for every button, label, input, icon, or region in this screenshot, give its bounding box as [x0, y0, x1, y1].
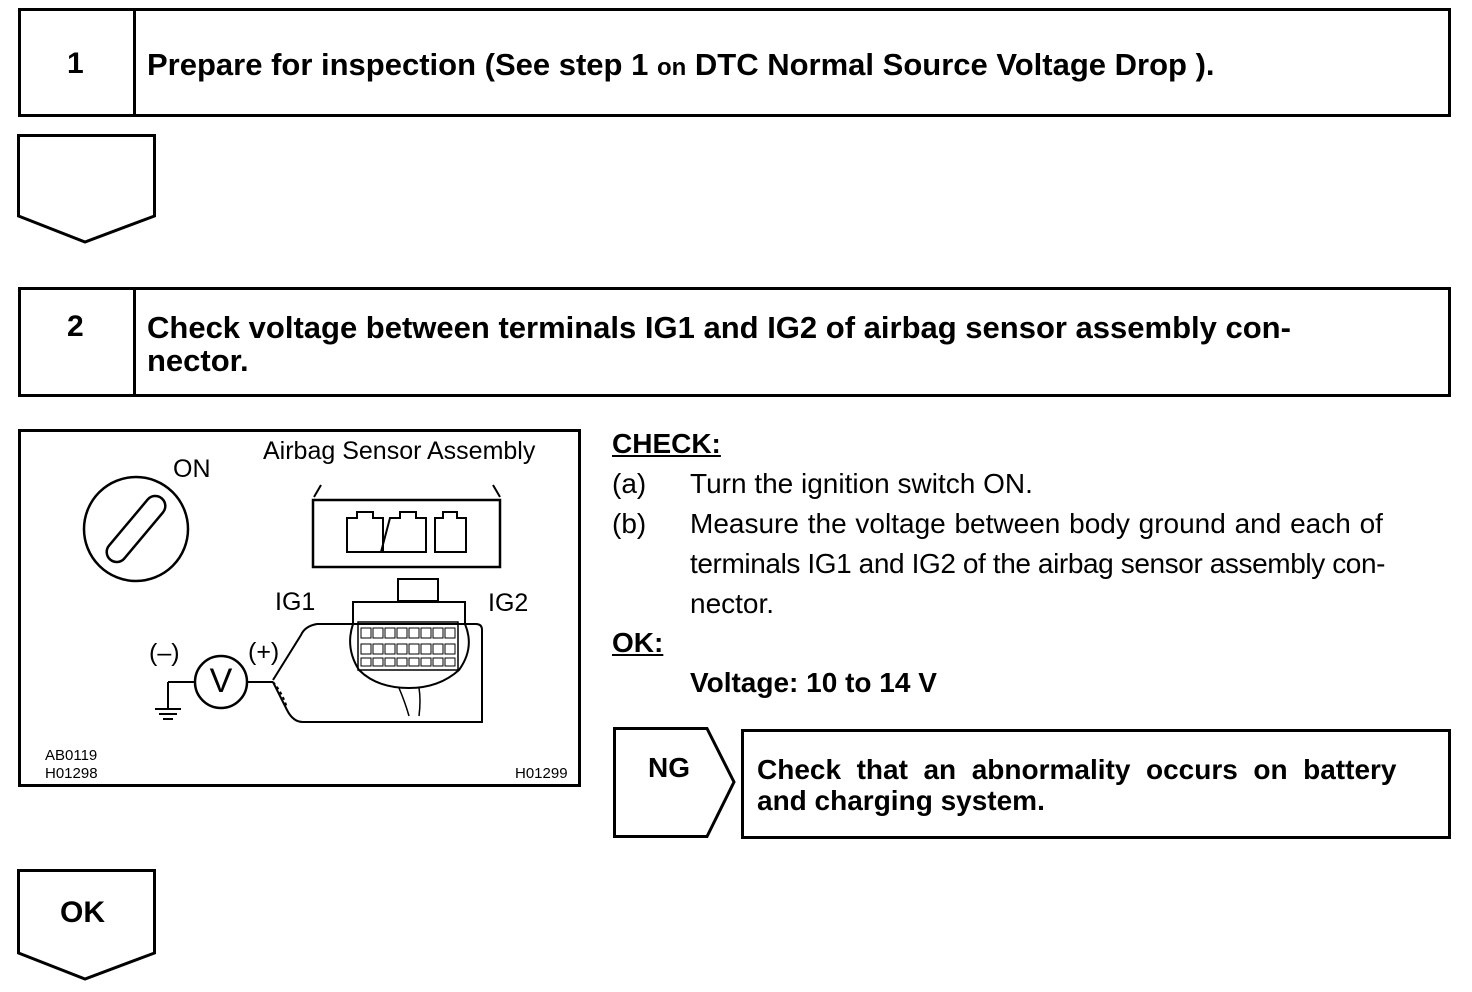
step-2-number: 2: [67, 310, 84, 343]
step-1-number: 1: [67, 47, 84, 80]
step-1-box: 1 Prepare for inspection (See step 1 on …: [18, 8, 1451, 117]
sensor-assembly-label: Airbag Sensor Assembly: [263, 437, 536, 465]
voltmeter-icon: [167, 654, 273, 710]
harness-connector-icon: [349, 578, 470, 717]
flow-down-arrow-1: [17, 134, 156, 244]
ng-action-line-1: Check that an abnormality occurs on batt…: [757, 754, 1397, 785]
ignition-switch-icon: [82, 475, 190, 583]
voltmeter-label: V: [209, 662, 233, 700]
ok-heading: OK:: [612, 627, 664, 658]
figure-code-2: H01298: [45, 765, 98, 782]
check-b-line-1: Measure the voltage between body ground …: [690, 508, 1383, 539]
figure-code-3: H01299: [515, 765, 568, 782]
minus-label: (–): [149, 639, 180, 667]
step-1-number-cell: 1: [21, 11, 136, 114]
ig2-label: IG2: [488, 589, 529, 617]
step-2-title-line-2: nector.: [147, 343, 249, 378]
ground-icon: [155, 708, 181, 720]
plus-label: (+): [248, 638, 280, 666]
airbag-sensor-connector-icon: [311, 484, 502, 569]
ng-label: NG: [648, 752, 690, 783]
step-1-title-on: on: [656, 54, 687, 81]
ig1-label: IG1: [275, 588, 316, 616]
step-2-title: Check voltage between terminals IG1 and …: [147, 311, 1408, 377]
step-2-number-cell: 2: [21, 290, 136, 394]
check-b-line-3: nector.: [690, 588, 775, 619]
ng-right-arrow: [613, 727, 736, 838]
step-2-box: 2 Check voltage between terminals IG1 an…: [18, 287, 1451, 397]
ok-down-arrow: [17, 869, 156, 981]
ok-voltage-value: Voltage: 10 to 14 V: [690, 667, 937, 698]
check-b-line-2: terminals IG1 and IG2 of the airbag sens…: [690, 548, 1386, 579]
wiring-diagram: [82, 475, 502, 723]
step-1-title: Prepare for inspection (See step 1 on DT…: [147, 48, 1388, 84]
ng-action-line-2: and charging system.: [757, 785, 1045, 816]
check-heading: CHECK:: [612, 428, 721, 459]
step-2-title-line-1: Check voltage between terminals IG1 and …: [147, 310, 1291, 345]
wiring-figure: ON Airbag Sensor Assembly IG1 IG2 (–) (+…: [18, 429, 581, 787]
check-a-text: Turn the ignition switch ON.: [690, 468, 1033, 499]
figure-code-1: AB0119: [45, 747, 98, 764]
step-1-title-reference: DTC Normal Source Voltage Drop ).: [694, 47, 1215, 82]
ignition-on-label: ON: [173, 455, 211, 483]
step-1-title-text: Prepare for inspection (See step 1: [147, 47, 649, 82]
check-b-marker: (b): [612, 508, 647, 539]
ok-arrow-label: OK: [60, 896, 105, 929]
check-a-marker: (a): [612, 468, 647, 499]
ng-action-box: Check that an abnormality occurs on batt…: [741, 729, 1451, 839]
